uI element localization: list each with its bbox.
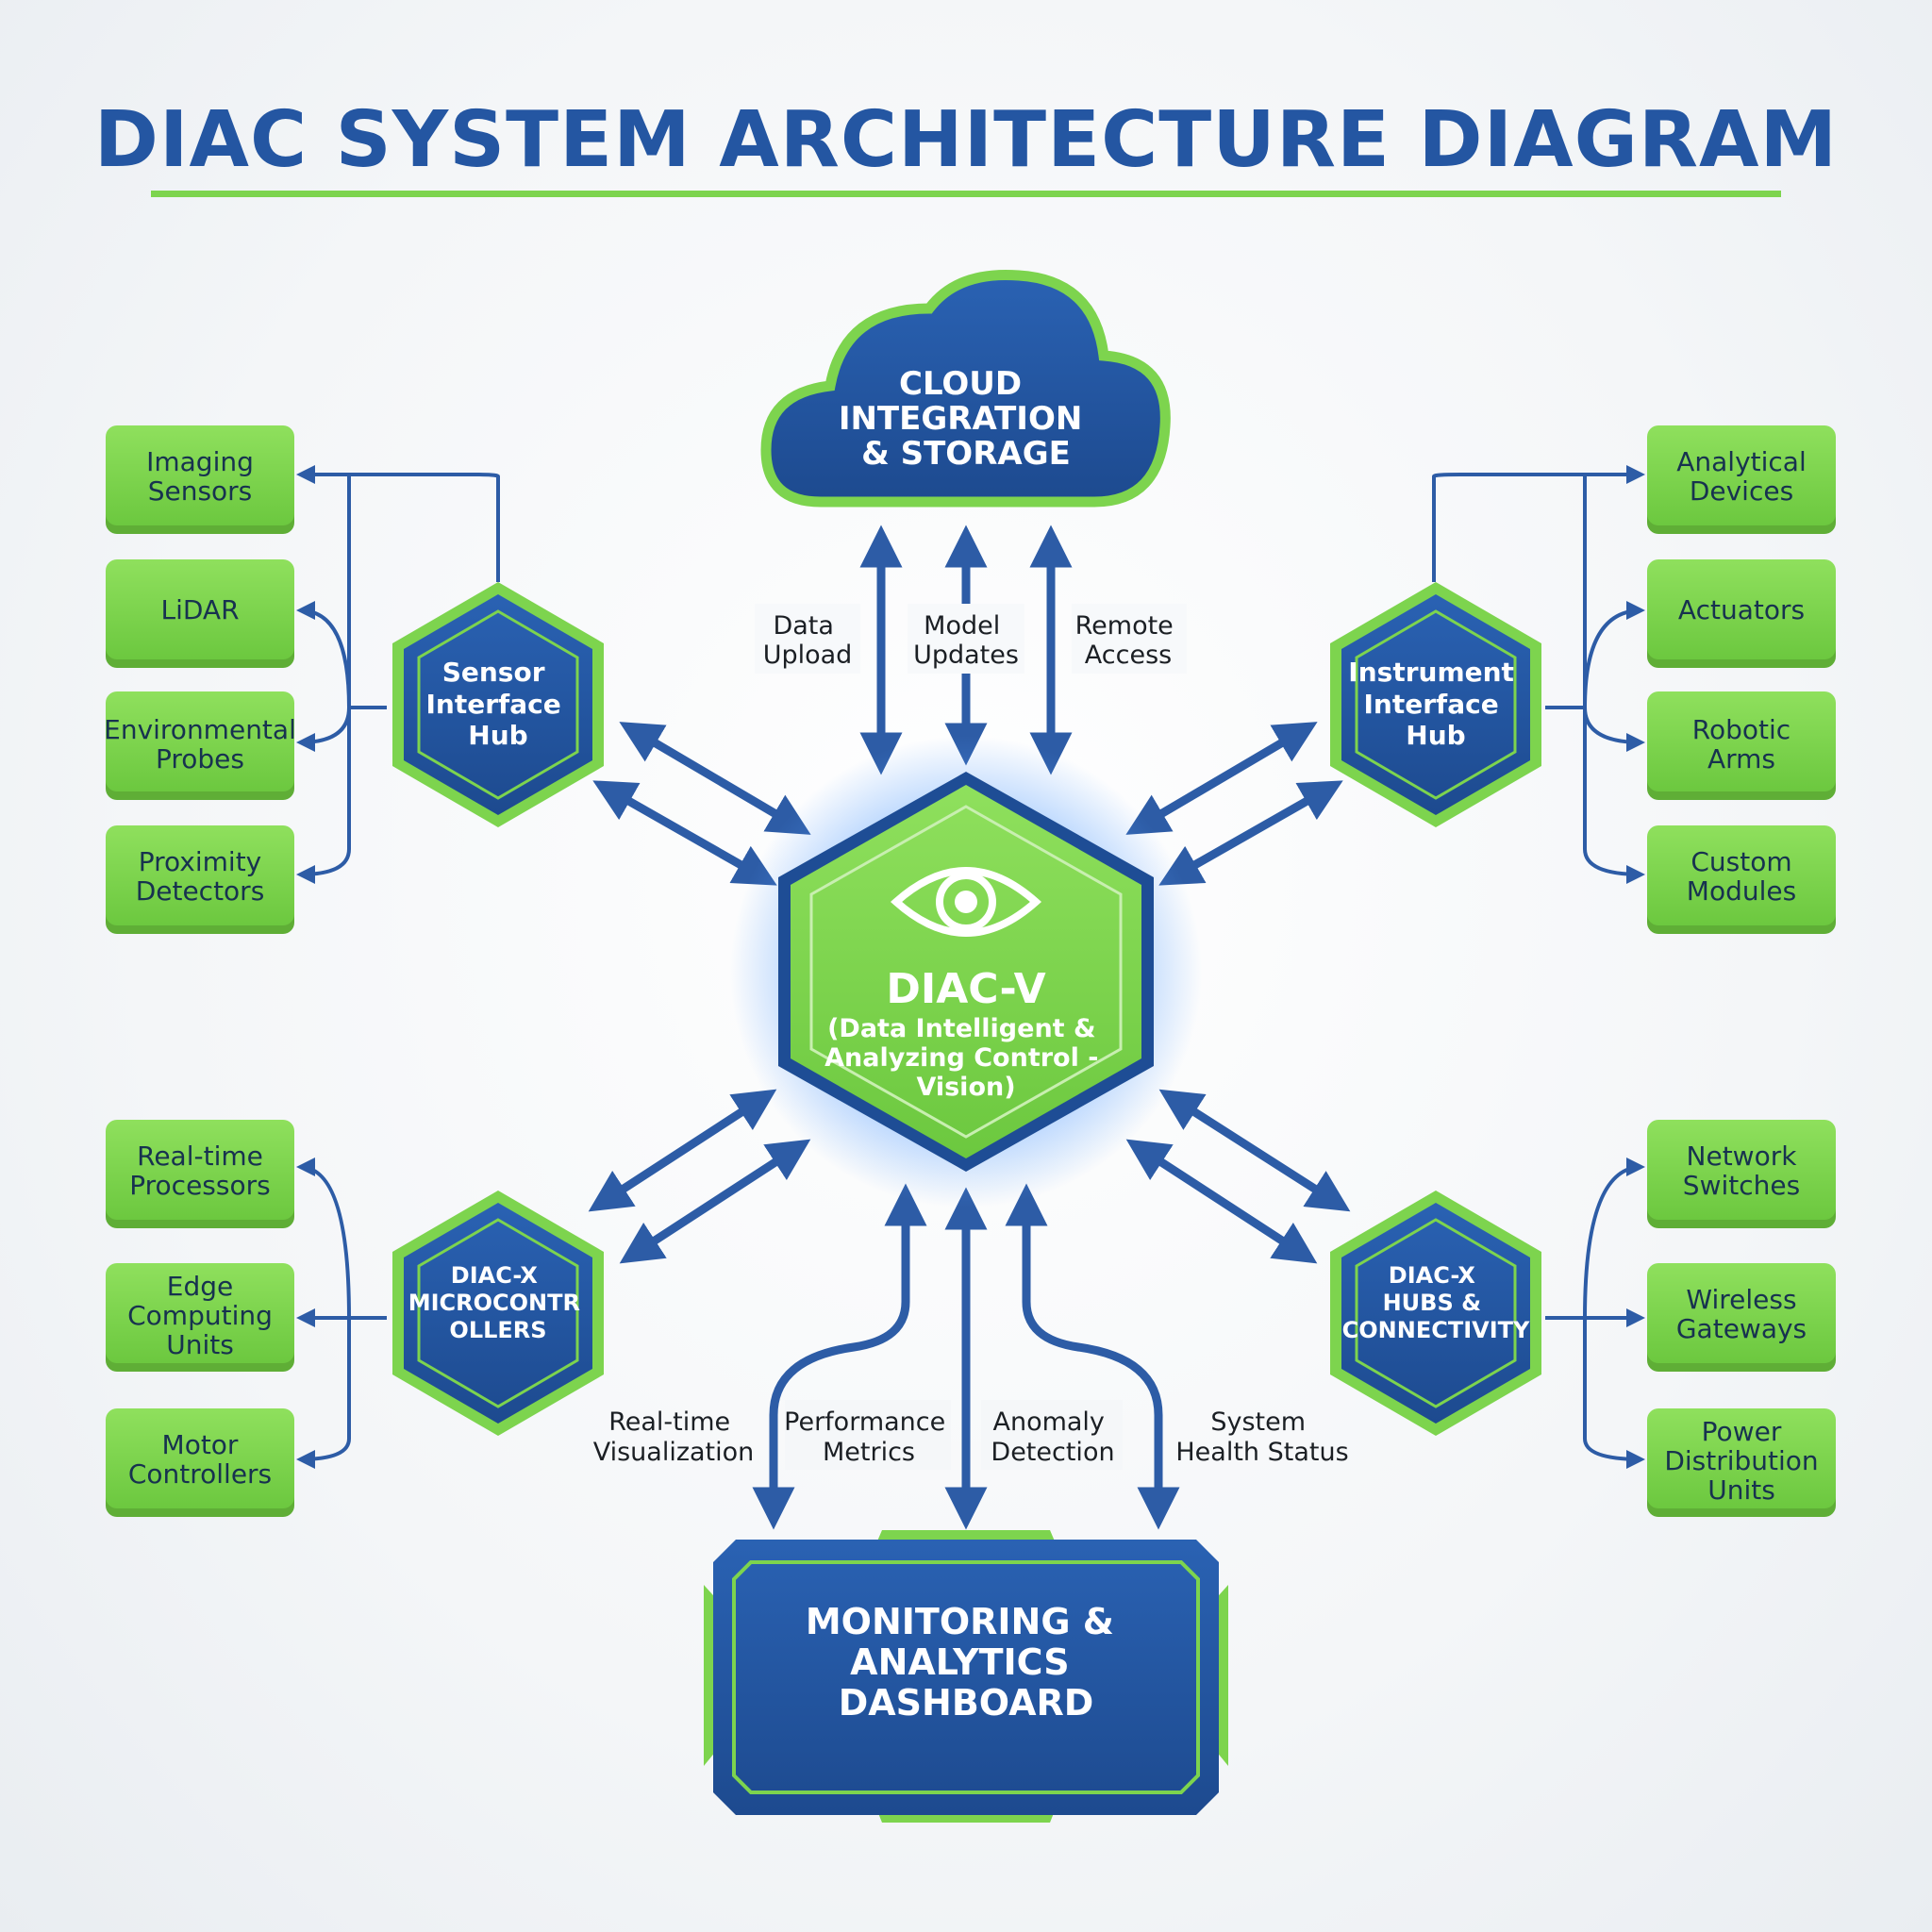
microcontrollers-hub-node: DIAC-X MICROCONTR OLLERS (296, 1158, 604, 1469)
dashboard-link-arrow-1 (752, 1183, 927, 1530)
connectivity-hub-node: DIAC-X HUBS & CONNECTIVITY (1330, 1158, 1645, 1469)
diagram-title: DIAC SYSTEM ARCHITECTURE DIAGRAM (94, 95, 1838, 185)
hub-core-links (588, 722, 1351, 1264)
eye-icon (890, 867, 1042, 937)
cloud-node: CLOUD INTEGRATION & STORAGE (760, 269, 1171, 508)
cloud-label: CLOUD INTEGRATION & STORAGE (839, 365, 1093, 473)
cloud-link-label-2: Model Updates (913, 611, 1019, 670)
dashboard-node: MONITORING & ANALYTICS DASHBOARD (704, 1530, 1228, 1823)
dashboard-link-label-4: System Health Status (1175, 1407, 1348, 1467)
dashboard-label: MONITORING & ANALYTICS DASHBOARD (806, 1601, 1126, 1724)
dashboard-link-arrow-3 (1005, 1183, 1180, 1530)
core-title: DIAC-V (886, 965, 1045, 1013)
conn-core-arrow-2 (1125, 1139, 1318, 1264)
sensor-core-arrow-2 (592, 780, 777, 886)
instrument-hub-label: Instrument Interface Hub (1348, 657, 1523, 751)
instrument-hub-connectors (1432, 465, 1645, 884)
dashboard-links: Real-time Visualization Performance Metr… (593, 1183, 1349, 1530)
svg-text:Actuators: Actuators (1678, 594, 1805, 625)
title-underline (151, 191, 1781, 197)
instrument-hub-node: Instrument Interface Hub (1330, 465, 1645, 884)
leaf-actuators: Actuators (1647, 559, 1836, 668)
microcontrollers-hub-connectors (296, 1158, 387, 1469)
svg-text:LiDAR: LiDAR (160, 594, 239, 625)
micro-core-arrow-2 (619, 1139, 811, 1264)
connectivity-hub-connectors (1545, 1158, 1645, 1469)
sensor-hub-node: Sensor Interface Hub (296, 465, 604, 884)
cloud-link-label-1: Data Upload (763, 611, 853, 670)
dashboard-link-label-3: Anomaly Detection (991, 1407, 1114, 1467)
instrument-core-arrow-2 (1158, 780, 1343, 886)
connectivity-hub-label: DIAC-X HUBS & CONNECTIVITY (1342, 1262, 1530, 1343)
dashboard-link-label-2: Performance Metrics (784, 1407, 954, 1467)
sensor-hub-connectors (296, 465, 500, 884)
core-node: DIAC-V (Data Intelligent & Analyzing Con… (730, 736, 1202, 1208)
cloud-link-label-3: Remote Access (1075, 611, 1182, 670)
microcontrollers-hub-label: DIAC-X MICROCONTR OLLERS (408, 1262, 589, 1343)
leaf-lidar: LiDAR (106, 559, 294, 668)
sensor-hub-label: Sensor Interface Hub (426, 657, 571, 751)
cloud-links: Data Upload Model Updates Remote Access (755, 525, 1187, 775)
core-subtitle: (Data Intelligent & Analyzing Control - … (824, 1014, 1108, 1102)
dashboard-link-label-1: Real-time Visualization (593, 1407, 755, 1467)
